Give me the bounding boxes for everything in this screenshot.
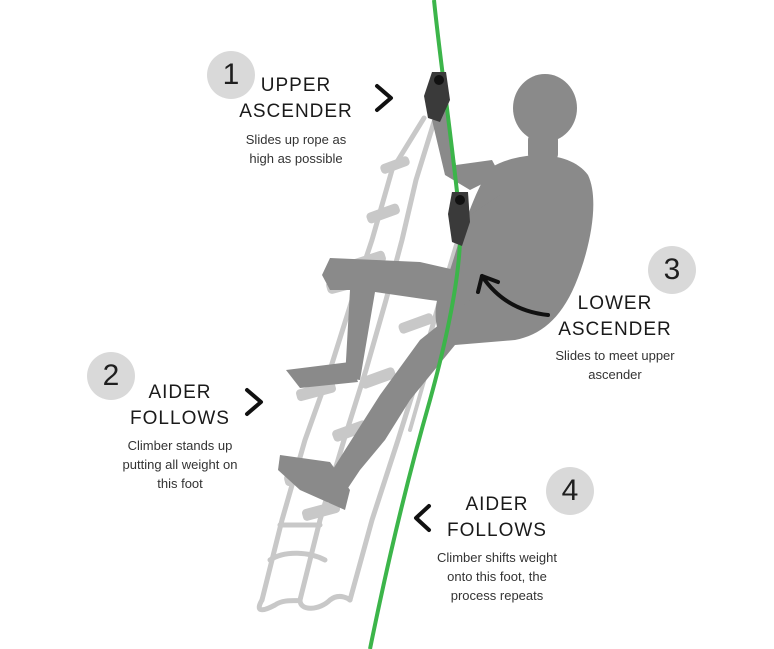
step-2-number: 2 (87, 352, 135, 400)
step-number-text: 2 (102, 359, 120, 392)
chevron-right-icon (375, 84, 393, 112)
title-line: AIDER (465, 494, 529, 515)
step-1-title: UPPER ASCENDER (236, 73, 356, 125)
step-number-text: 3 (663, 253, 681, 286)
step-3-description: Slides to meet upper ascender (530, 346, 700, 384)
desc-line: ascender (588, 367, 642, 382)
desc-line: Slides to meet upper (555, 348, 675, 363)
step-3-title: LOWER ASCENDER (553, 291, 677, 343)
title-line: UPPER (260, 75, 332, 96)
title-line: FOLLOWS (447, 520, 547, 541)
curved-arrow-icon (476, 274, 550, 317)
desc-line: process repeats (450, 588, 544, 603)
desc-line: Climber shifts weight (437, 550, 557, 565)
step-3-number: 3 (648, 246, 696, 294)
chevron-right-icon (245, 388, 263, 416)
step-4-description: Climber shifts weight onto this foot, th… (412, 548, 582, 605)
title-line: ASCENDER (239, 101, 353, 122)
chevron-left-icon (414, 504, 431, 532)
step-4-number: 4 (546, 467, 594, 515)
step-2-title: AIDER FOLLOWS (120, 380, 240, 432)
upper-ascender (424, 72, 450, 122)
desc-line: this foot (157, 476, 203, 491)
step-number-text: 1 (222, 58, 240, 91)
title-line: LOWER (577, 293, 653, 314)
desc-line: putting all weight on (122, 457, 238, 472)
step-2-description: Climber stands up putting all weight on … (100, 436, 260, 493)
step-4-title: AIDER FOLLOWS (437, 492, 557, 544)
step-1-number: 1 (207, 51, 255, 99)
title-line: FOLLOWS (130, 408, 230, 429)
step-1-description: Slides up rope as high as possible (226, 130, 366, 168)
title-line: AIDER (148, 382, 212, 403)
step-number-text: 4 (561, 474, 579, 507)
title-line: ASCENDER (558, 319, 672, 340)
desc-line: high as possible (249, 151, 343, 166)
desc-line: Climber stands up (127, 438, 233, 453)
desc-line: Slides up rope as (245, 132, 347, 147)
desc-line: onto this foot, the (447, 569, 547, 584)
lower-ascender (448, 192, 470, 246)
